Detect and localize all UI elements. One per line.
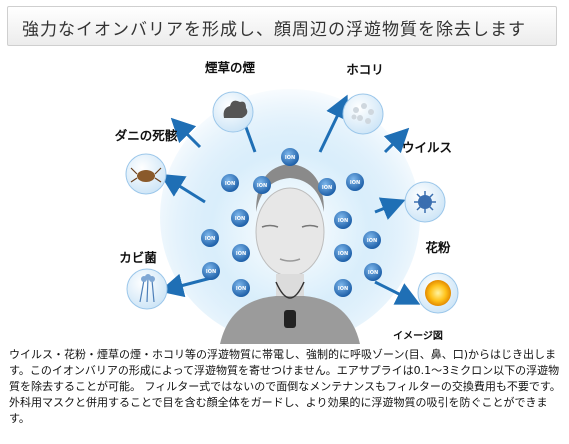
ion-particle [221, 174, 239, 192]
mite-icon [125, 153, 167, 195]
ion-particle [253, 176, 271, 194]
illustration-canvas: ION ION ION ION ION ION ION ION ION ION … [115, 60, 459, 345]
dust-label: ホコリ [346, 62, 384, 77]
svg-text:ION: ION [368, 270, 378, 276]
ion-barrier-illustration: ION ION ION ION ION ION ION ION ION ION … [0, 52, 569, 345]
svg-text:ION: ION [350, 180, 360, 186]
svg-text:ION: ION [205, 236, 215, 242]
ion-particle [202, 262, 220, 280]
page-title: 強力なイオンバリアを形成し、顔周辺の浮遊物質を除去します [22, 20, 526, 40]
ion-particle [232, 279, 250, 297]
smoke-icon [212, 91, 254, 133]
ion-particle [363, 231, 381, 249]
image-caption: イメージ図 [393, 330, 443, 342]
pollen-icon [417, 272, 459, 314]
ion-particle [346, 173, 364, 191]
smoke-label: 煙草の煙 [205, 60, 256, 75]
virus-label: ウイルス [402, 140, 452, 155]
svg-text:ION: ION [236, 286, 246, 292]
face-figure [220, 164, 360, 344]
svg-text:ION: ION [322, 185, 332, 191]
mold-label: カビ菌 [119, 250, 157, 265]
ion-particle [334, 211, 352, 229]
ion-particle [318, 178, 336, 196]
svg-text:ION: ION [236, 251, 246, 257]
svg-text:ION: ION [225, 181, 235, 187]
ion-particles [201, 148, 382, 297]
ion-particle [334, 244, 352, 262]
ion-particle [231, 209, 249, 227]
pollen-label: 花粉 [425, 240, 451, 255]
svg-text:ION: ION [367, 238, 377, 244]
svg-text:ION: ION [338, 218, 348, 224]
description-text: ウイルス・花粉・煙草の煙・ホコリ等の浮遊物質に帯電し、強制的に呼吸ゾーン(目、鼻… [9, 348, 561, 425]
mold-icon [126, 268, 168, 310]
svg-text:ION: ION [338, 251, 348, 257]
svg-text:ION: ION [235, 216, 245, 222]
ion-particle [281, 148, 299, 166]
mite-label: ダニの死骸 [115, 128, 178, 143]
svg-text:ION: ION [206, 269, 216, 275]
virus-icon [404, 181, 446, 223]
dust-icon [342, 93, 384, 135]
ion-particle [334, 279, 352, 297]
ion-particle [232, 244, 250, 262]
svg-text:ION: ION [257, 183, 267, 189]
ion-labels: ION ION ION ION ION ION ION ION ION ION … [205, 155, 378, 292]
air-supply-device [284, 310, 296, 328]
ion-particle [201, 229, 219, 247]
ion-particle [364, 263, 382, 281]
svg-text:ION: ION [285, 155, 295, 161]
svg-text:ION: ION [338, 286, 348, 292]
section-header: 強力なイオンバリアを形成し、顔周辺の浮遊物質を除去します [7, 6, 557, 46]
